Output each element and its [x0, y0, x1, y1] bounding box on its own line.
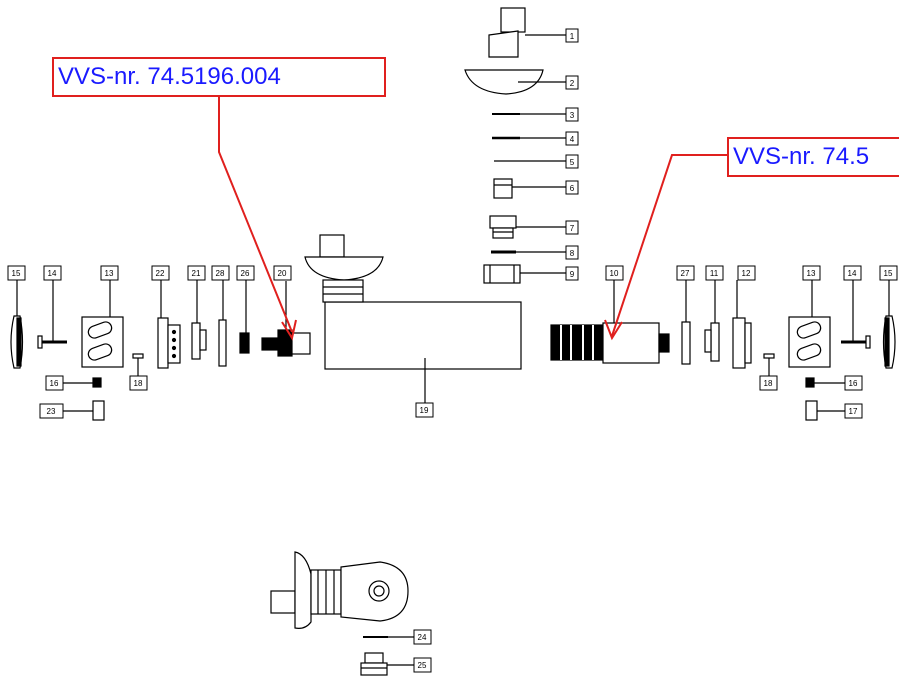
- label-23: 23: [47, 407, 56, 416]
- part-10-thermo-cartridge: [550, 280, 670, 364]
- label-14-left: 14: [48, 269, 57, 278]
- part-14-spindle-right: [841, 280, 871, 349]
- part-18-screw-left: [132, 353, 144, 376]
- part-17: [805, 400, 845, 421]
- part-12-scale-ring: [732, 280, 752, 369]
- arrow-head-right: [604, 319, 623, 341]
- part-16-right: [805, 377, 845, 388]
- part-21-ring: [191, 280, 207, 360]
- label-19: 19: [420, 406, 429, 415]
- part-label-boxes: [7, 28, 898, 673]
- part-11-ring: [704, 280, 720, 362]
- label-10: 10: [610, 269, 619, 278]
- part-number-callout-left: VVS-nr. 74.5196.004: [52, 57, 386, 97]
- label-21: 21: [192, 269, 201, 278]
- label-24: 24: [418, 633, 427, 642]
- label-14-right: 14: [848, 269, 857, 278]
- part-13-plate-right: [788, 280, 831, 368]
- leader-line-right: [611, 154, 727, 337]
- leader-line-left: [218, 97, 293, 333]
- label-12: 12: [742, 269, 751, 278]
- part-13-plate-left: [81, 280, 124, 368]
- label-20: 20: [278, 269, 287, 278]
- label-8: 8: [570, 249, 575, 258]
- label-4: 4: [570, 135, 575, 144]
- part-number-callout-right: VVS-nr. 74.5: [727, 137, 899, 177]
- part-19-valve-body: [304, 234, 522, 403]
- part-27-spacer: [681, 280, 691, 365]
- part-9-hex-nut: [483, 264, 566, 284]
- label-15-left: 15: [12, 269, 21, 278]
- label-26: 26: [241, 269, 250, 278]
- label-2: 2: [570, 79, 575, 88]
- part-2-cover: [464, 69, 566, 95]
- label-13-left: 13: [105, 269, 114, 278]
- part-20-cartridge: [261, 281, 311, 357]
- part-28-spacer: [218, 280, 227, 367]
- label-9: 9: [570, 270, 575, 279]
- part-22-scale-ring: [157, 280, 181, 369]
- label-6: 6: [570, 184, 575, 193]
- label-13-right: 13: [807, 269, 816, 278]
- part-25-nut: [360, 652, 414, 676]
- part-6-nut: [493, 178, 566, 199]
- part-7-bushing: [489, 215, 566, 239]
- label-27: 27: [681, 269, 690, 278]
- label-18-right: 18: [764, 379, 773, 388]
- label-1: 1: [570, 32, 575, 41]
- label-18-left: 18: [134, 379, 143, 388]
- label-22: 22: [156, 269, 165, 278]
- label-16-left: 16: [50, 379, 59, 388]
- label-3: 3: [570, 111, 575, 120]
- label-5: 5: [570, 158, 575, 167]
- part-1-handle-top: [488, 7, 566, 58]
- label-17: 17: [849, 407, 858, 416]
- part-16-left: [63, 377, 102, 388]
- part-23: [63, 400, 105, 421]
- arrow-head-left: [281, 319, 297, 341]
- label-11: 11: [710, 269, 719, 278]
- label-16-right: 16: [849, 379, 858, 388]
- part-15-knob-left: [10, 280, 24, 369]
- label-15-right: 15: [884, 269, 893, 278]
- part-15-knob-right: [882, 280, 896, 369]
- part-18-screw-right: [763, 353, 775, 376]
- part-26-seal: [239, 280, 250, 354]
- part-14-spindle-left: [37, 280, 67, 349]
- lower-assembly: [270, 551, 409, 629]
- label-25: 25: [418, 661, 427, 670]
- label-28: 28: [216, 269, 225, 278]
- label-7: 7: [570, 224, 575, 233]
